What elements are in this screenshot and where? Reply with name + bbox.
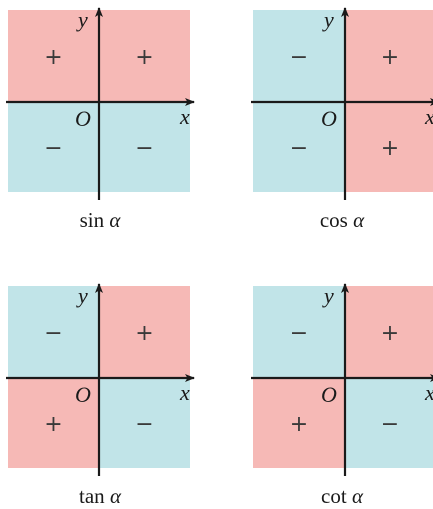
label-cos-var: α <box>353 208 365 232</box>
label-cos-name: cos <box>319 208 348 232</box>
tan-origin-label: O <box>75 382 91 407</box>
tan-quadrant-q4 <box>99 378 190 468</box>
tan-sign-q3: + <box>44 412 62 437</box>
sin-sign-q2: + <box>44 45 62 70</box>
cot-y-label: y <box>322 283 334 308</box>
cot-quadrant-q1 <box>345 286 433 378</box>
cos-sign-q3: − <box>290 136 308 161</box>
sin-quadrant-q2 <box>8 10 99 102</box>
panel-tan: + − + − x yO <box>6 283 195 476</box>
tan-x-label: x <box>179 380 190 405</box>
sin-x-label: x <box>179 104 190 129</box>
label-sin-var: α <box>109 208 121 232</box>
sin-sign-q3: − <box>44 136 62 161</box>
sin-quadrant-q1 <box>99 10 190 102</box>
cos-origin-label: O <box>321 106 337 131</box>
label-sin: sin α <box>40 208 160 233</box>
cot-sign-q2: − <box>290 321 308 346</box>
label-cot-var: α <box>351 484 363 508</box>
panel-cot: +−+−xyO <box>251 283 433 476</box>
tan-sign-q1: + <box>135 321 153 346</box>
cos-quadrant-q4 <box>345 102 433 192</box>
cot-quadrant-q3 <box>253 378 345 468</box>
cos-quadrant-q2 <box>253 10 345 102</box>
sin-origin-label: O <box>75 106 91 131</box>
sin-quadrant-q3 <box>8 102 99 192</box>
label-tan-var: α <box>109 484 121 508</box>
sin-sign-q1: + <box>135 45 153 70</box>
sin-quadrant-q4 <box>99 102 190 192</box>
tan-sign-q4: − <box>135 412 153 437</box>
cos-quadrant-q1 <box>345 10 433 102</box>
cot-sign-q1: + <box>381 321 399 346</box>
cot-quadrant-q4 <box>345 378 433 468</box>
tan-y-label: y <box>76 283 88 308</box>
cos-sign-q2: − <box>290 45 308 70</box>
cot-quadrant-q2 <box>253 286 345 378</box>
label-cot-name: cot <box>321 484 347 508</box>
cos-x-label: x <box>424 104 433 129</box>
label-tan: tan α <box>40 484 160 509</box>
panel-cos: + − − + x yO <box>251 7 433 200</box>
tan-quadrant-q2 <box>8 286 99 378</box>
cos-quadrant-q3 <box>253 102 345 192</box>
tan-quadrant-q1 <box>99 286 190 378</box>
label-cot: cot α <box>282 484 402 509</box>
sin-sign-q4: − <box>135 136 153 161</box>
cos-sign-q1: + <box>381 45 399 70</box>
cot-origin-label: O <box>321 382 337 407</box>
cot-x-label: x <box>424 380 433 405</box>
cos-sign-q4: + <box>381 136 399 161</box>
tan-sign-q2: − <box>44 321 62 346</box>
cot-sign-q4: − <box>381 412 399 437</box>
sin-y-label: y <box>76 7 88 32</box>
cot-sign-q3: + <box>290 412 308 437</box>
tan-quadrant-q3 <box>8 378 99 468</box>
label-sin-name: sin <box>79 208 105 232</box>
panel-sin: + + − − x yO <box>6 7 195 200</box>
cos-y-label: y <box>322 7 334 32</box>
label-cos: cos α <box>282 208 402 233</box>
label-tan-name: tan <box>79 484 105 508</box>
